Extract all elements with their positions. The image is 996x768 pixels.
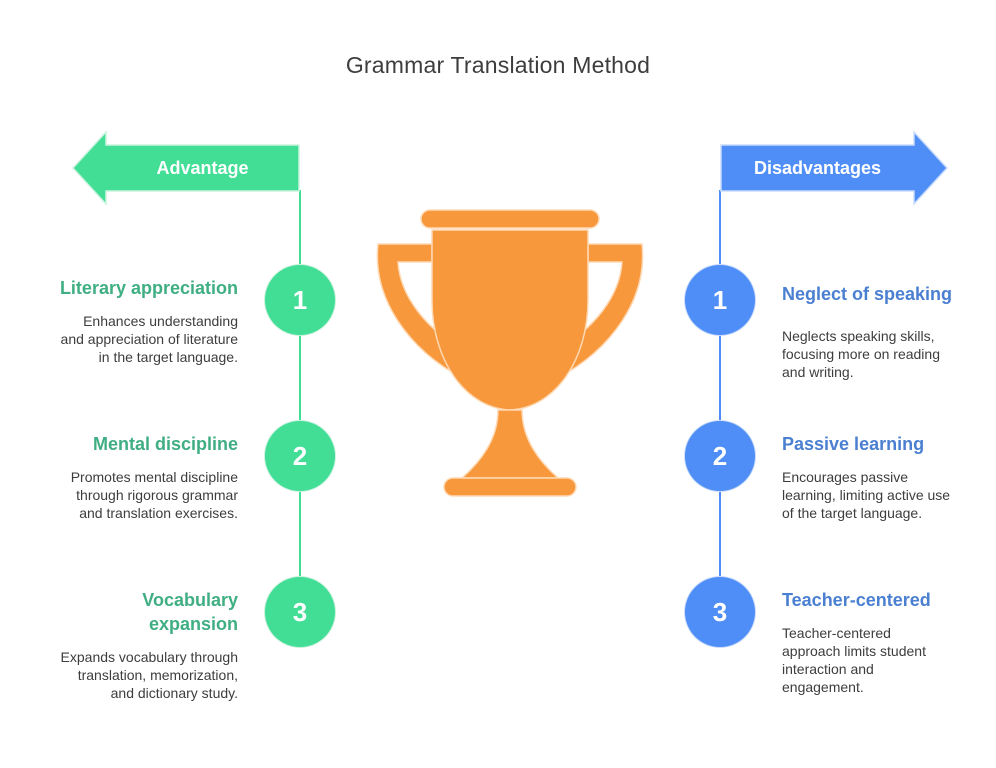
disadvantage-desc-1: Neglects speaking skills, focusing more …: [782, 328, 940, 380]
advantage-number-3: 3: [265, 577, 335, 647]
advantage-number-2: 2: [265, 421, 335, 491]
page-title: Grammar Translation Method: [345, 52, 651, 78]
advantage-header: Advantage: [156, 158, 249, 178]
advantage-desc-3: Expands vocabulary through translation, …: [60, 649, 238, 701]
advantage-title-2: Mental discipline: [92, 434, 238, 454]
advantage-title-3: Vocabulary expansion: [142, 590, 238, 634]
disadvantage-title-3: Teacher-centered: [782, 590, 931, 610]
disadvantage-number-2: 2: [685, 421, 755, 491]
disadvantage-number-3: 3: [685, 577, 755, 647]
disadvantage-header: Disadvantages: [753, 158, 882, 178]
trophy-icon: [376, 209, 644, 497]
advantage-desc-2: Promotes mental discipline through rigor…: [70, 469, 238, 521]
advantage-number-1: 1: [265, 265, 335, 335]
advantage-title-1: Literary appreciation: [59, 278, 238, 298]
disadvantage-arrow: [720, 130, 949, 206]
advantage-desc-1: Enhances understanding and appreciation …: [60, 313, 238, 365]
disadvantage-desc-2: Encourages passive learning, limiting ac…: [782, 469, 951, 521]
disadvantage-number-1: 1: [685, 265, 755, 335]
disadvantage-desc-3: Teacher-centered approach limits student…: [782, 625, 926, 695]
disadvantage-title-2: Passive learning: [782, 434, 925, 454]
disadvantage-title-1: Neglect of speaking: [782, 284, 953, 304]
advantage-arrow: [71, 130, 300, 206]
